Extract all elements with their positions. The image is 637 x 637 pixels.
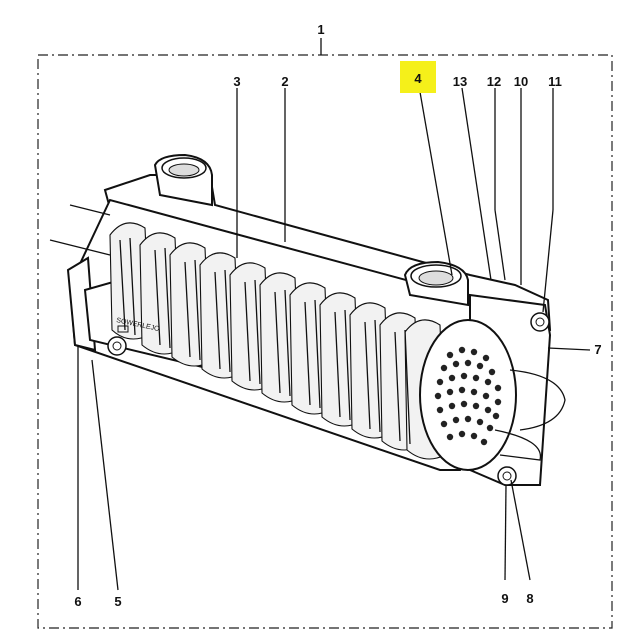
bolt-right-bottom — [497, 466, 517, 486]
bolt-left — [107, 336, 127, 356]
callout-3: 3 — [233, 74, 240, 89]
callout-5: 5 — [114, 594, 121, 609]
callout-10: 10 — [514, 74, 528, 89]
tube-sheet — [419, 319, 517, 471]
callout-13: 13 — [453, 74, 467, 89]
callout-11: 11 — [548, 74, 562, 89]
callout-2: 2 — [281, 74, 288, 89]
callout-6: 6 — [74, 594, 81, 609]
callout-4-highlight — [400, 61, 436, 93]
callout-7: 7 — [594, 342, 601, 357]
leader-lines — [77, 87, 591, 591]
callout-8: 8 — [526, 591, 533, 606]
callout-12: 12 — [487, 74, 501, 89]
heat-exchanger: SOWERLEJO — [49, 153, 566, 486]
callout-9: 9 — [501, 591, 508, 606]
callout-4: 4 — [414, 71, 422, 86]
assembly-frame — [37, 54, 613, 629]
bolt-right-top — [530, 312, 550, 332]
support-rods — [49, 204, 566, 461]
callout-1: 1 — [317, 22, 324, 37]
tube-holes — [434, 346, 502, 446]
callouts: 1 2 3 4 5 6 7 8 9 10 11 12 13 — [74, 22, 601, 609]
cooling-fins — [109, 222, 446, 460]
inlet-nozzle — [153, 153, 213, 207]
